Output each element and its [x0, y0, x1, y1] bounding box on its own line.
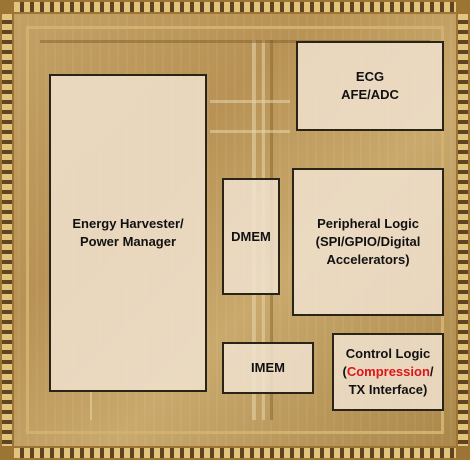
routing-trace [210, 100, 290, 103]
routing-trace [90, 390, 92, 420]
peripheral-logic-label: Peripheral Logic [317, 216, 419, 231]
imem-block: IMEM [222, 342, 314, 394]
compression-line: (Compression/ [342, 364, 434, 379]
energy-harvester-label: Energy Harvester/ [72, 216, 184, 231]
ecg-afe-adc-block: ECG AFE/ADC [296, 41, 444, 131]
bond-pads-left [2, 14, 12, 446]
accelerators-label: Accelerators) [326, 252, 410, 267]
bond-pads-bottom [14, 448, 456, 458]
bond-pads-top [14, 2, 456, 12]
tx-interface-label: TX Interface) [348, 382, 428, 397]
power-manager-label: Power Manager [79, 234, 177, 249]
compression-highlight: Compression [346, 364, 430, 379]
ecg-label: ECG [355, 69, 385, 84]
dmem-label: DMEM [231, 228, 271, 244]
imem-label: IMEM [251, 360, 285, 375]
control-logic-block: Control Logic (Compression/ TX Interface… [332, 333, 444, 411]
energy-harvester-block: Energy Harvester/ Power Manager [49, 74, 207, 392]
bond-pads-right [458, 14, 468, 446]
routing-trace [40, 40, 430, 43]
afe-adc-label: AFE/ADC [341, 87, 399, 102]
routing-trace [210, 130, 290, 133]
dmem-block: DMEM [222, 178, 280, 295]
peripheral-logic-block: Peripheral Logic (SPI/GPIO/Digital Accel… [292, 168, 444, 316]
control-logic-label: Control Logic [345, 346, 431, 361]
spi-gpio-label: (SPI/GPIO/Digital [315, 234, 421, 249]
